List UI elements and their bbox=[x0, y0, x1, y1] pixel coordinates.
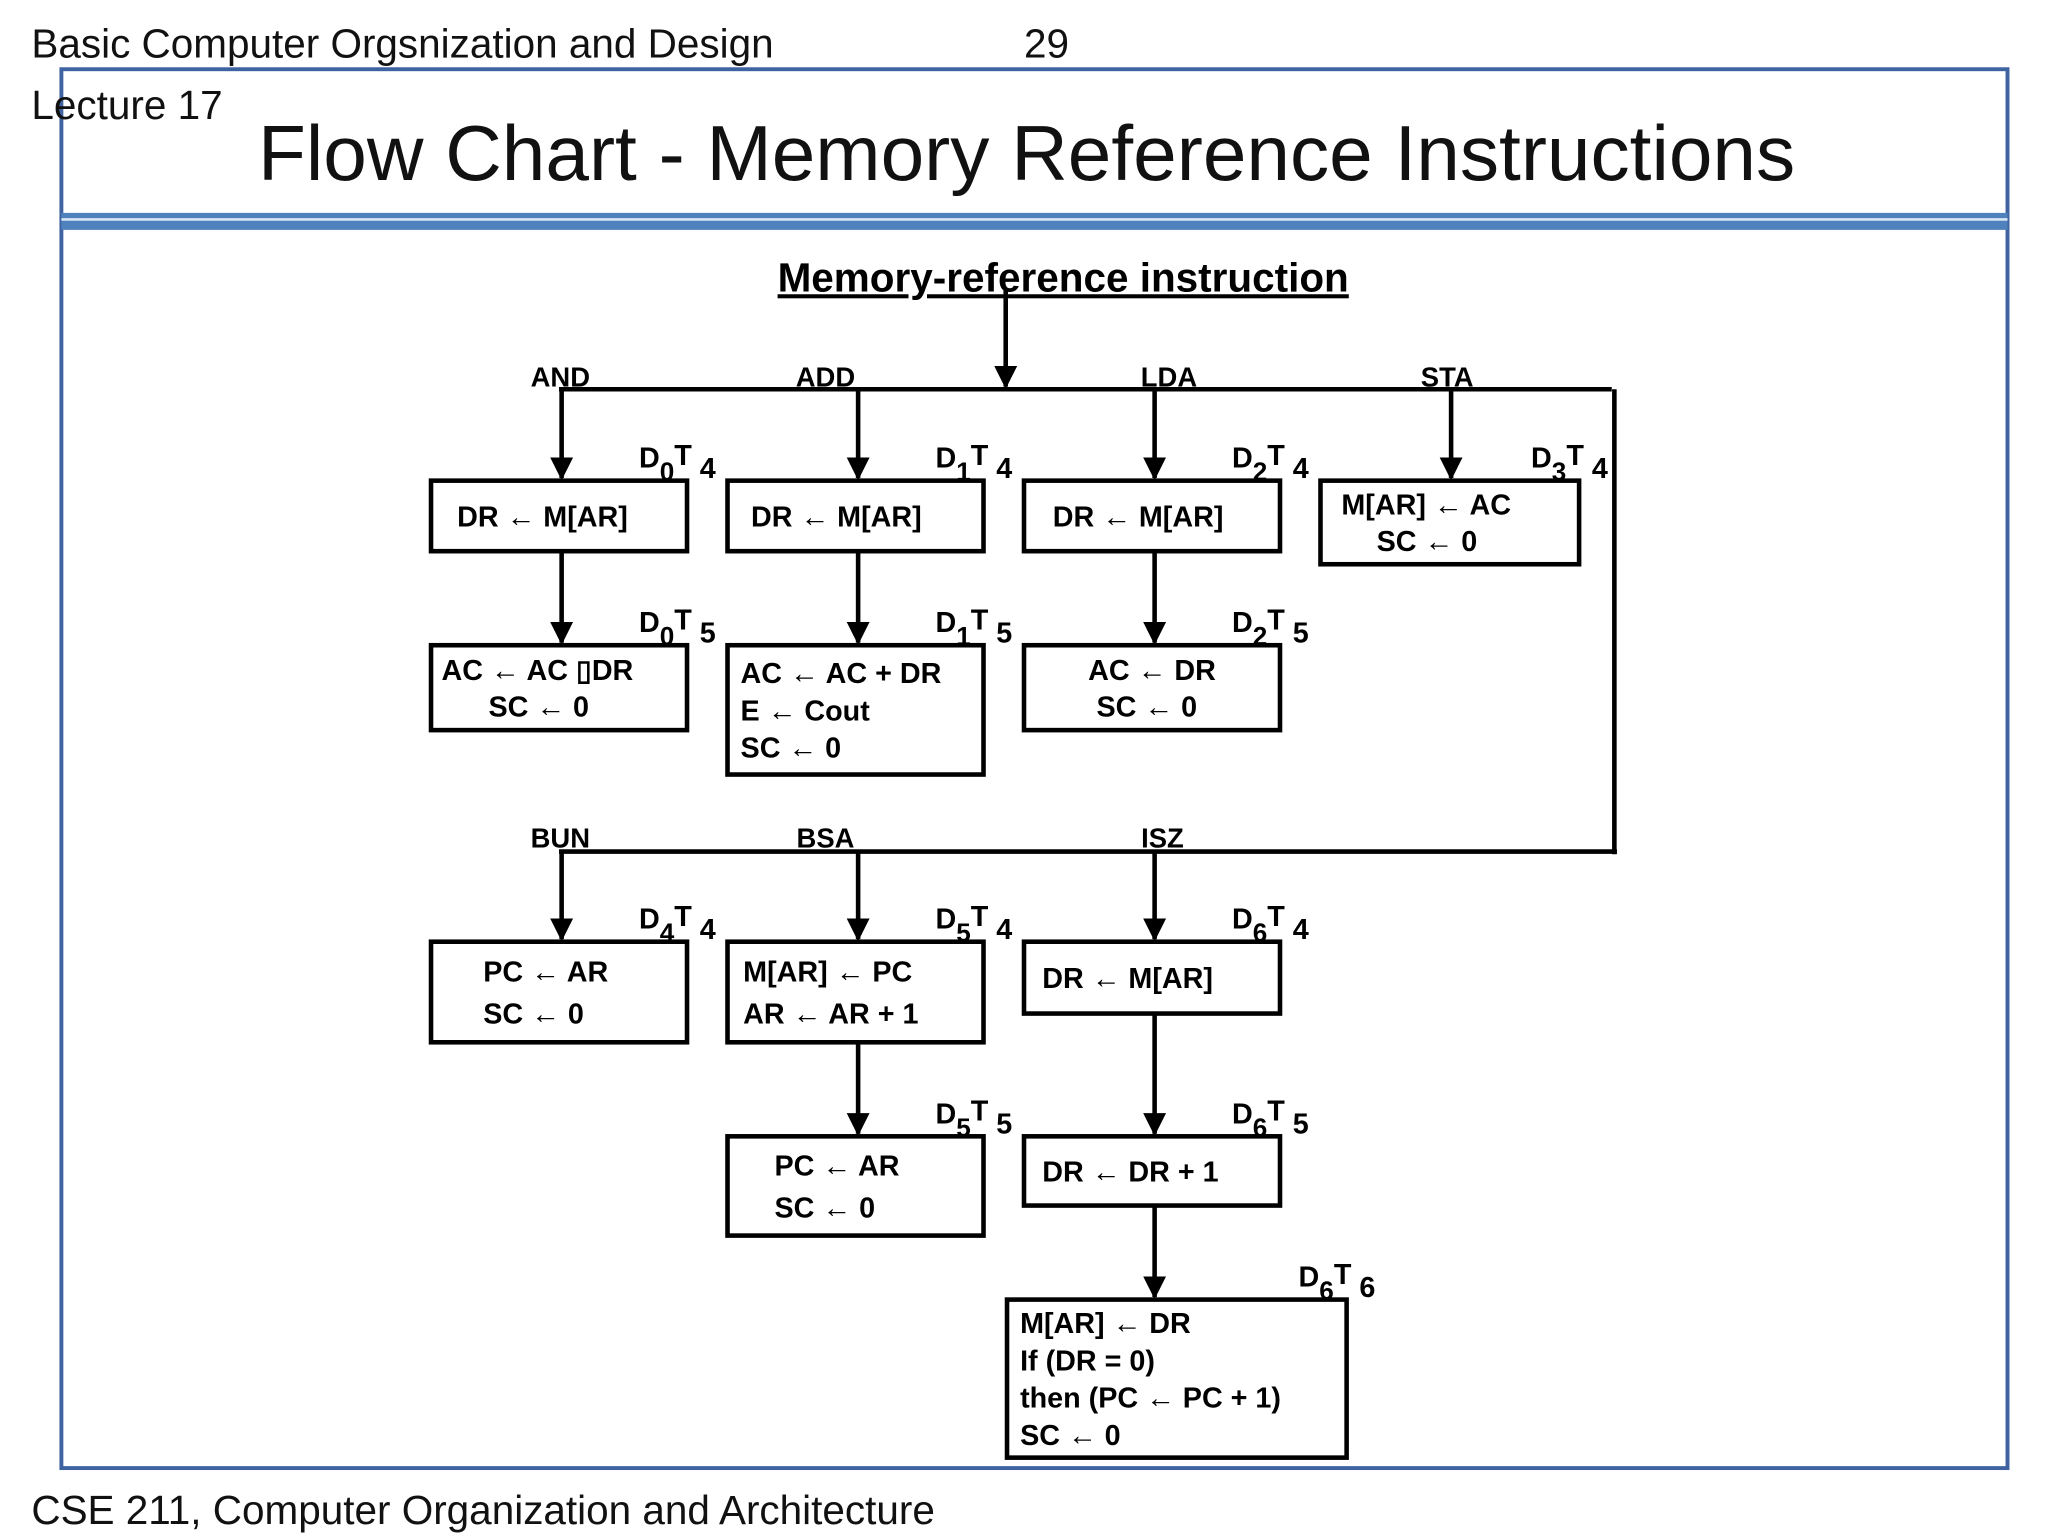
timing-label: D5T 5 bbox=[935, 1096, 1012, 1143]
timing-label: D6T 6 bbox=[1299, 1259, 1376, 1306]
lecture-label: Lecture 17 bbox=[31, 82, 222, 128]
box-and-2: AC ← AC ▯DR SC ← 0 D0T 5 bbox=[428, 605, 716, 733]
box-frame bbox=[725, 642, 986, 777]
box-frame bbox=[725, 478, 986, 554]
box-bsa-2: PC ← AR SC ← 0 D5T 5 bbox=[725, 1096, 1012, 1238]
box-sta-1: M[AR] ← AC SC ← 0 D3T 4 bbox=[1318, 440, 1608, 567]
box-frame bbox=[725, 1134, 986, 1238]
box-isz-2: DR ← DR + 1 D6T 5 bbox=[1021, 1096, 1309, 1208]
timing-label: D1T 4 bbox=[935, 440, 1012, 487]
box-frame bbox=[428, 642, 690, 733]
box-bun-1: PC ← AR SC ← 0 D4T 4 bbox=[428, 901, 716, 1045]
box-bsa-1: M[AR] ← PC AR ← AR + 1 D5T 4 bbox=[725, 901, 1012, 1045]
diagram-heading: Memory-reference instruction bbox=[778, 254, 1349, 300]
branch-label-and: AND bbox=[531, 362, 590, 393]
box-frame bbox=[1021, 1134, 1283, 1208]
box-frame bbox=[1021, 478, 1283, 554]
timing-label: D6T 4 bbox=[1232, 901, 1309, 948]
timing-label: D2T 5 bbox=[1232, 605, 1309, 652]
title-rule bbox=[61, 212, 2008, 230]
box-frame bbox=[1021, 939, 1283, 1016]
timing-label: D5T 4 bbox=[935, 901, 1012, 948]
box-line: If (DR = 0) bbox=[1020, 1345, 1155, 1377]
box-line: AR ← AR + 1 bbox=[743, 998, 918, 1030]
box-line: AC ← AC + DR bbox=[741, 658, 942, 690]
box-line: SC ← 0 bbox=[1377, 526, 1478, 558]
box-frame bbox=[1004, 1297, 1349, 1460]
connector-lines bbox=[550, 289, 1617, 1300]
box-frame bbox=[428, 478, 690, 554]
box-frame bbox=[1318, 478, 1582, 567]
box-line: AC ← DR bbox=[1088, 655, 1216, 687]
box-line: DR ← M[AR] bbox=[457, 501, 628, 533]
flow-boxes: DR ← M[AR] D0T 4 AC ← AC ▯DR SC ← 0 D0T 5 DR … bbox=[428, 440, 1608, 1460]
box-line: DR ← M[AR] bbox=[1042, 963, 1213, 995]
branch-labels: AND ADD LDA STA BUN BSA ISZ bbox=[531, 362, 1474, 854]
box-frame bbox=[725, 939, 986, 1045]
timing-label: D0T 4 bbox=[639, 440, 716, 487]
box-add-1: DR ← M[AR] D1T 4 bbox=[725, 440, 1012, 554]
box-line: M[AR] ← DR bbox=[1020, 1308, 1191, 1340]
timing-label: D3T 4 bbox=[1531, 440, 1608, 487]
slide-title: Flow Chart - Memory Reference Instructio… bbox=[258, 109, 1795, 197]
slide-frame bbox=[59, 67, 2010, 1471]
box-line: SC ← 0 bbox=[741, 733, 842, 765]
box-isz-1: DR ← M[AR] D6T 4 bbox=[1021, 901, 1309, 1016]
branch-label-bsa: BSA bbox=[797, 823, 855, 854]
box-lda-2: AC ← DR SC ← 0 D2T 5 bbox=[1021, 605, 1309, 733]
timing-label: D6T 5 bbox=[1232, 1096, 1309, 1143]
branch-label-add: ADD bbox=[796, 362, 855, 393]
box-line: AC ← AC ▯DR bbox=[441, 655, 633, 687]
timing-label: D1T 5 bbox=[935, 605, 1012, 652]
timing-label: D2T 4 bbox=[1232, 440, 1309, 487]
box-isz-3: M[AR] ← DR If (DR = 0) then (PC ← PC + 1) S… bbox=[1004, 1259, 1376, 1460]
box-line: SC ← 0 bbox=[488, 691, 589, 723]
branch-label-lda: LDA bbox=[1141, 362, 1198, 393]
branch-label-sta: STA bbox=[1421, 362, 1474, 393]
box-line: SC ← 0 bbox=[483, 998, 584, 1030]
box-line: SC ← 0 bbox=[1020, 1420, 1121, 1452]
box-line: DR ← M[AR] bbox=[1053, 501, 1224, 533]
box-line: M[AR] ← PC bbox=[743, 957, 912, 989]
box-line: E ← Cout bbox=[741, 695, 871, 727]
box-frame bbox=[428, 939, 690, 1045]
title-rule-highlight bbox=[61, 218, 2008, 221]
box-line: SC ← 0 bbox=[775, 1192, 876, 1224]
box-and-1: DR ← M[AR] D0T 4 bbox=[428, 440, 716, 554]
box-add-2: AC ← AC + DR E ← Cout SC ← 0 D1T 5 bbox=[725, 605, 1012, 777]
box-line: DR ← DR + 1 bbox=[1042, 1156, 1218, 1188]
box-line: DR ← M[AR] bbox=[751, 501, 922, 533]
box-line: then (PC ← PC + 1) bbox=[1020, 1383, 1281, 1415]
box-lda-1: DR ← M[AR]D2T 4 bbox=[1021, 440, 1309, 554]
timing-label: D0T 5 bbox=[639, 605, 716, 652]
box-line: SC ← 0 bbox=[1097, 691, 1198, 723]
branch-label-isz: ISZ bbox=[1141, 823, 1184, 854]
page-number: 29 bbox=[1024, 20, 1069, 66]
branch-label-bun: BUN bbox=[531, 823, 590, 854]
course-title: Basic Computer Orgsnization and Design bbox=[31, 20, 773, 66]
box-line: PC ← AR bbox=[775, 1151, 900, 1183]
footer-course: CSE 211, Computer Organization and Archi… bbox=[31, 1487, 935, 1533]
box-line: M[AR] ← AC bbox=[1341, 490, 1511, 522]
box-frame bbox=[1021, 642, 1283, 733]
timing-label: D4T 4 bbox=[639, 901, 716, 948]
box-line: PC ← AR bbox=[483, 957, 608, 989]
